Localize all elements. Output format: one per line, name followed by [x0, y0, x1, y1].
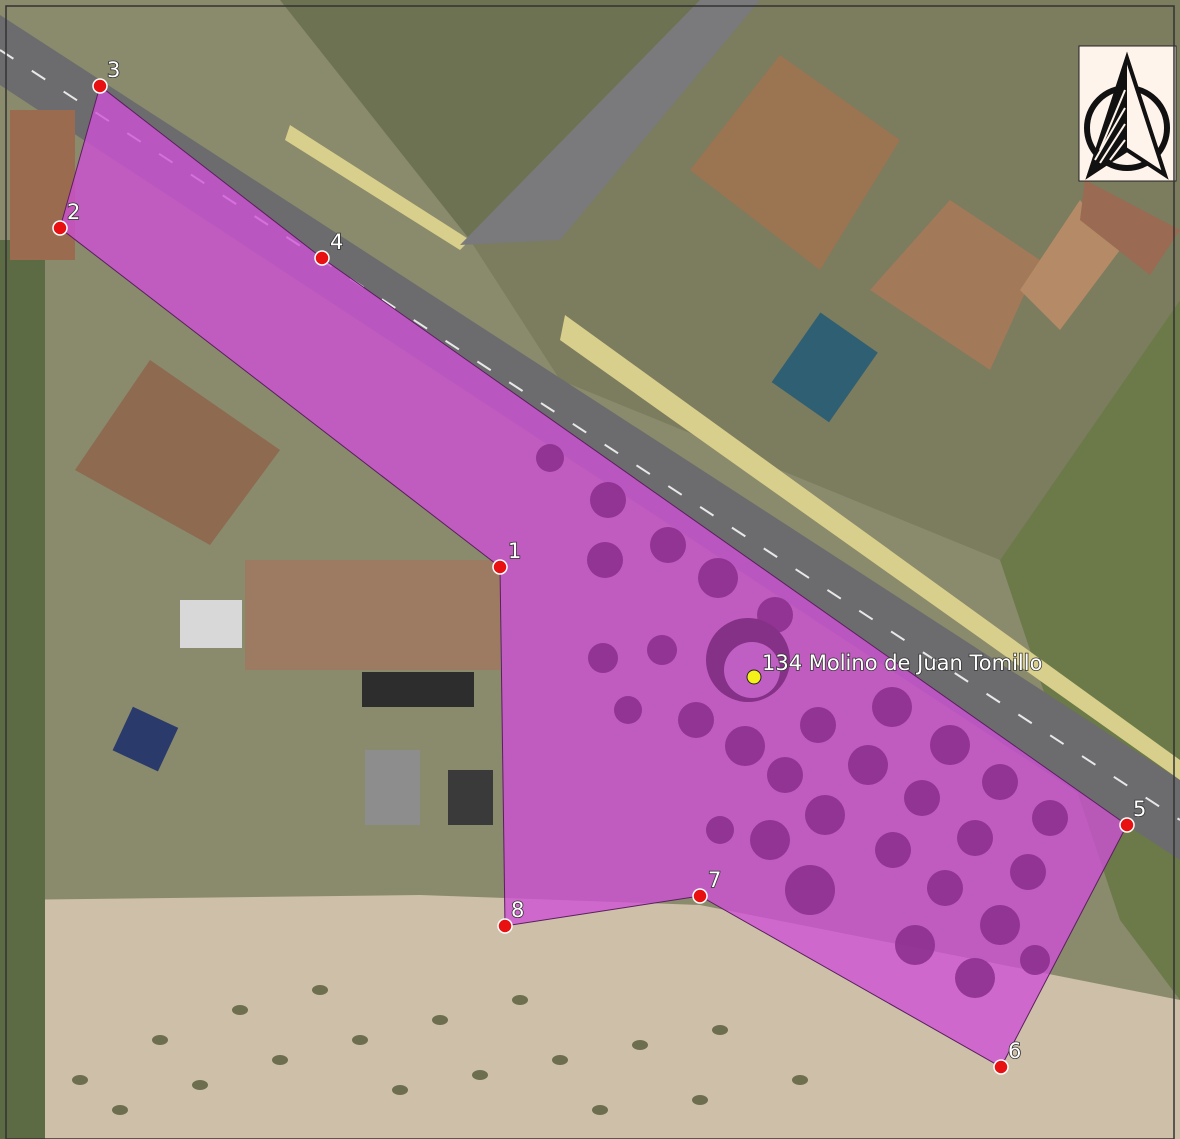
vertex-label: 7 [708, 868, 721, 892]
parcel-vertices: 1 2 3 4 5 6 7 8 [52, 57, 1147, 1075]
vertex-8[interactable]: 8 [497, 897, 525, 934]
vertex-label: 6 [1008, 1039, 1021, 1063]
vertex-5[interactable]: 5 [1119, 796, 1147, 833]
vertex-6[interactable]: 6 [993, 1038, 1022, 1075]
vertex-4[interactable]: 4 [314, 229, 344, 266]
north-arrow-icon [1078, 45, 1177, 182]
vertex-1[interactable]: 1 [492, 538, 522, 575]
vertex-label: 1 [508, 539, 521, 563]
poi-marker[interactable]: 134 Molino de Juan Tomillo [746, 650, 1043, 685]
map-frame [5, 5, 1175, 1139]
vertex-7[interactable]: 7 [692, 867, 722, 904]
vertex-label: 5 [1133, 797, 1146, 821]
vertex-2[interactable]: 2 [52, 199, 81, 236]
vertex-label: 4 [330, 230, 343, 254]
parcel-tree-marks [536, 444, 1068, 998]
vertex-3[interactable]: 3 [92, 57, 121, 94]
poi-label: 134 Molino de Juan Tomillo [762, 651, 1042, 675]
vertex-label: 2 [67, 200, 80, 224]
vertex-label: 3 [107, 58, 120, 82]
vertex-label: 8 [511, 898, 524, 922]
